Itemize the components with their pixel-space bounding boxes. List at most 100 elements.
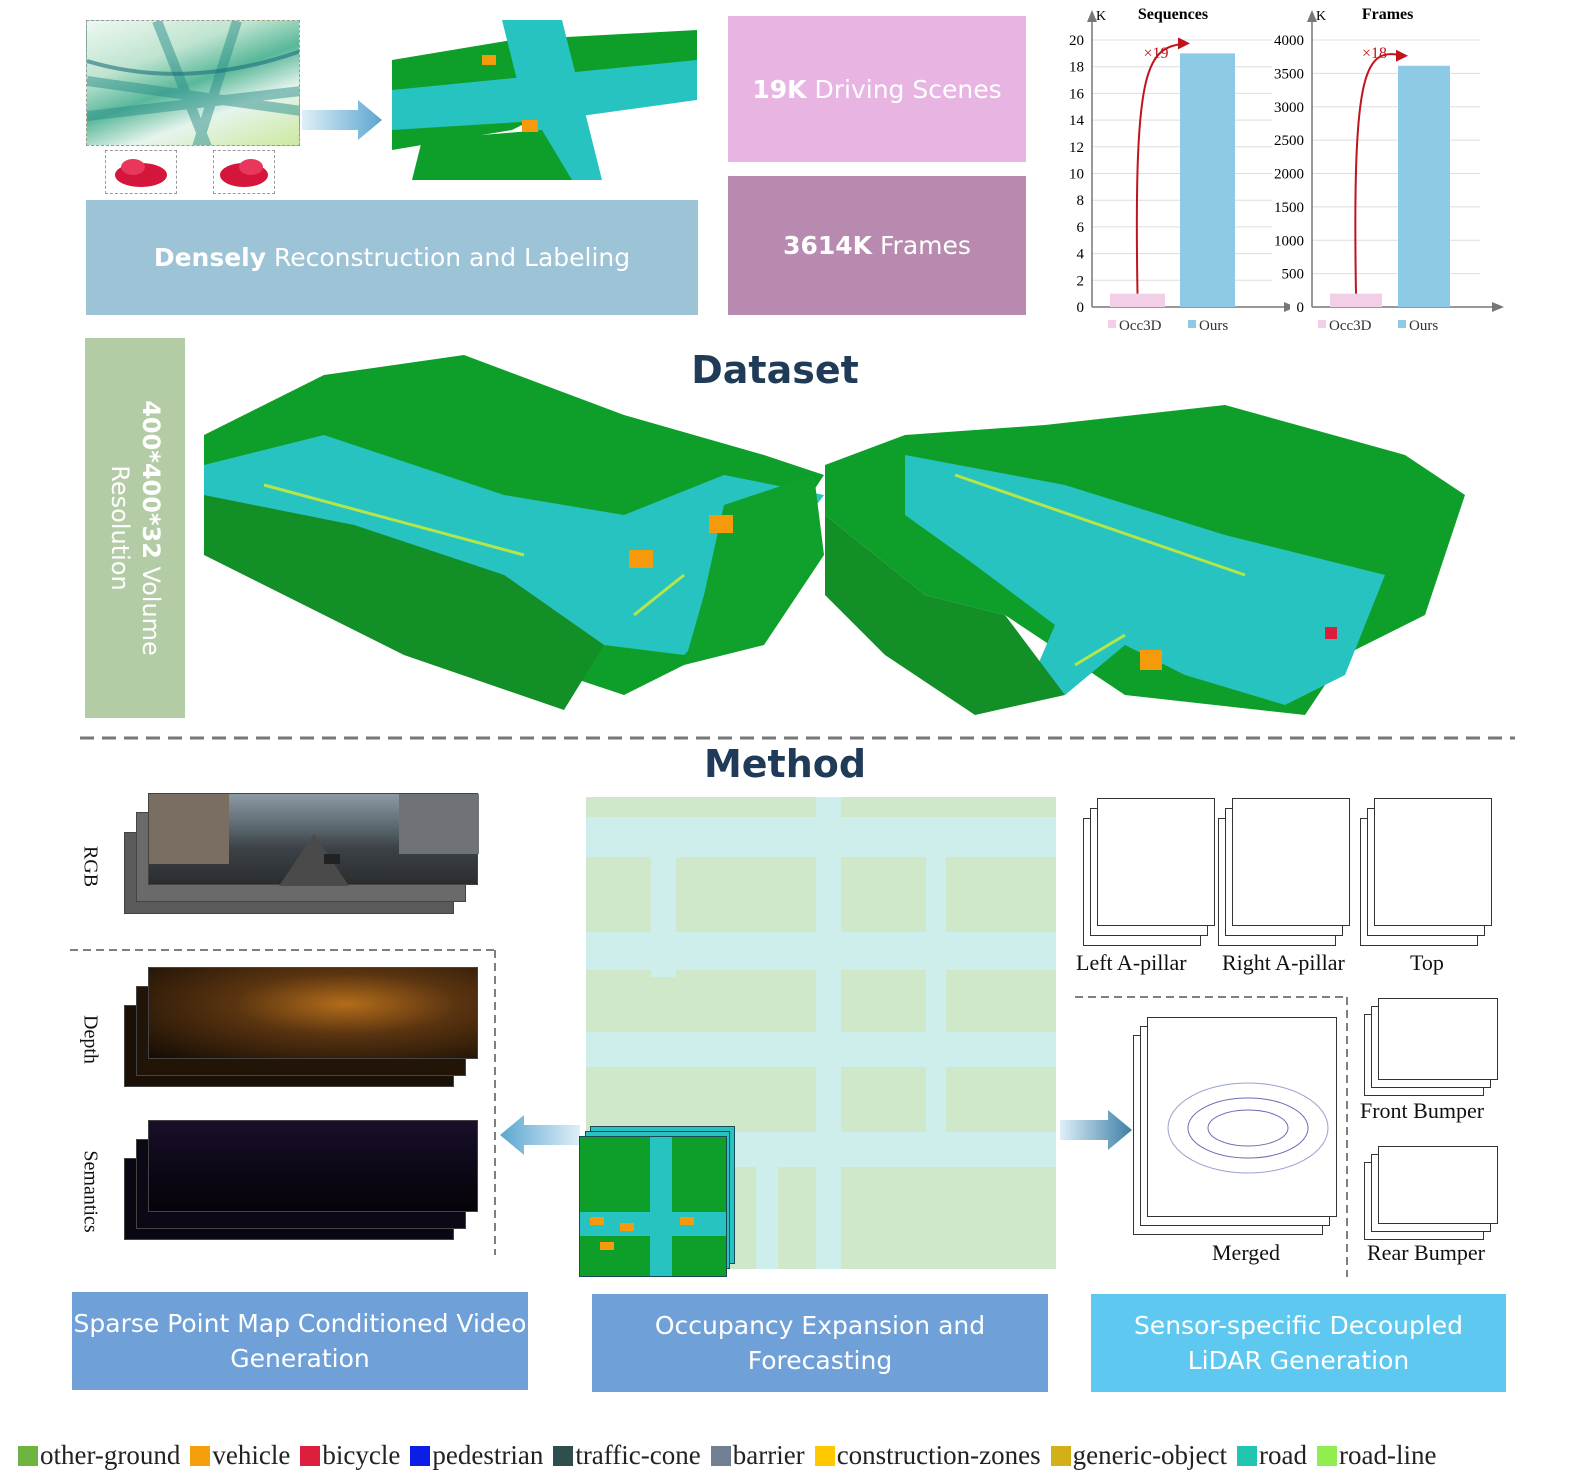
- legend-swatch: [1050, 1445, 1071, 1466]
- reconstruction-labeling-box: Densely Reconstruction and Labeling: [86, 200, 698, 315]
- chart-unit: K: [1096, 9, 1106, 24]
- chart-title: Frames: [1362, 6, 1414, 23]
- rgb-frame-front: [148, 793, 479, 886]
- legend-swatch: [1237, 1445, 1258, 1466]
- y-tick-label: 0: [1077, 300, 1085, 316]
- voxel-scene-left: [204, 355, 824, 710]
- y-tick-label: 3500: [1274, 66, 1304, 82]
- legend-swatch: [553, 1445, 574, 1466]
- video-generation-box: Sparse Point Map Conditioned Video Gener…: [72, 1292, 528, 1390]
- frames-text: Frames: [872, 231, 971, 260]
- y-tick-label: 4000: [1274, 33, 1304, 49]
- car-icon: [115, 159, 167, 187]
- right-arrow-icon: [1060, 1110, 1132, 1150]
- scenes-text: Driving Scenes: [806, 74, 1002, 104]
- x-axis-arrow: [1284, 302, 1290, 312]
- legend-swatch-Occ3D: [1318, 320, 1326, 328]
- y-tick-label: 2: [1077, 273, 1085, 289]
- front-bumper-front: [1378, 998, 1498, 1080]
- class-legend: other-ground vehicle bicycle pedestrian traf…: [18, 1440, 1446, 1471]
- legend-label: vehicle: [212, 1440, 291, 1470]
- point-cloud-thumbnail: [86, 20, 300, 146]
- y-tick-label: 12: [1069, 140, 1084, 156]
- resolution-bold-text: 400*400*32: [137, 400, 166, 559]
- lidar-generation-box: Sensor-specific Decoupled LiDAR Generati…: [1091, 1294, 1506, 1392]
- legend-item-other-ground: other-ground: [18, 1440, 180, 1471]
- bar-Occ3D: [1110, 293, 1165, 307]
- reconstruction-bold-text: Densely: [153, 243, 267, 272]
- legend-item-road: road: [1237, 1440, 1307, 1471]
- bar-Ours: [1180, 53, 1235, 307]
- chart-title: Sequences: [1138, 6, 1208, 23]
- y-tick-label: 500: [1282, 267, 1305, 283]
- legend-label-Ours: Ours: [1199, 318, 1228, 334]
- front-bumper-label: Front Bumper: [1360, 1098, 1485, 1123]
- legend-swatch: [410, 1445, 431, 1466]
- y-tick-label: 4: [1077, 247, 1085, 263]
- chart-unit: K: [1316, 9, 1326, 24]
- legend-label-Ours: Ours: [1409, 318, 1438, 334]
- legend-item-road-line: road-line: [1317, 1440, 1436, 1471]
- depth-frame-front: [148, 967, 478, 1059]
- y-tick-label: 0: [1297, 300, 1305, 316]
- legend-item-pedestrian: pedestrian: [410, 1440, 543, 1471]
- section-divider: [80, 736, 1515, 740]
- top-label: Top: [1410, 950, 1444, 975]
- legend-label-Occ3D: Occ3D: [1119, 318, 1162, 334]
- y-axis-arrow: [1087, 10, 1097, 22]
- y-tick-label: 2000: [1274, 167, 1304, 183]
- x-axis-arrow: [1492, 302, 1504, 312]
- occupancy-forecasting-text: Occupancy Expansion and Forecasting: [654, 1311, 986, 1375]
- growth-arrowhead: [1396, 49, 1408, 62]
- semantics-label: Semantics: [79, 1150, 102, 1233]
- occupancy-forecasting-box: Occupancy Expansion and Forecasting: [592, 1294, 1048, 1392]
- legend-label-Occ3D: Occ3D: [1329, 318, 1372, 334]
- occupancy-stack-front: [579, 1136, 727, 1277]
- legend-swatch-Occ3D: [1108, 320, 1116, 328]
- occupancy-bev-image: [580, 1137, 726, 1276]
- bar-Occ3D: [1330, 293, 1382, 307]
- growth-annotation: ×18: [1362, 45, 1387, 62]
- y-tick-label: 20: [1069, 33, 1084, 49]
- y-tick-label: 10: [1069, 167, 1084, 183]
- left-a-pillar-label: Left A-pillar: [1076, 950, 1187, 975]
- legend-label: road: [1259, 1440, 1308, 1470]
- legend-swatch: [814, 1445, 835, 1466]
- frames-bold-text: 3614K: [783, 231, 873, 260]
- street-image: [149, 794, 479, 886]
- growth-arrow: [1135, 42, 1187, 294]
- voxel-scene-image: [392, 20, 697, 180]
- legend-item-vehicle: vehicle: [190, 1440, 290, 1471]
- merged-front: [1147, 1017, 1337, 1217]
- car-icon: [220, 159, 268, 187]
- growth-annotation: ×19: [1144, 45, 1169, 62]
- growth-arrow: [1354, 53, 1405, 294]
- legend-swatch: [1317, 1445, 1338, 1466]
- merged-label: Merged: [1212, 1240, 1281, 1265]
- growth-arrowhead: [1178, 37, 1190, 50]
- method-heading: Method: [703, 742, 867, 786]
- left-arrow-icon: [500, 1115, 580, 1155]
- legend-label: pedestrian: [432, 1440, 544, 1470]
- legend-swatch: [300, 1445, 321, 1466]
- legend-label: other-ground: [40, 1440, 181, 1470]
- legend-label: bicycle: [322, 1440, 401, 1470]
- voxel-scene-right: [825, 405, 1465, 715]
- merged-lidar-image: [1167, 1082, 1329, 1174]
- dataset-heading: Dataset: [691, 348, 859, 392]
- y-tick-label: 18: [1069, 60, 1084, 76]
- bar-Ours: [1398, 65, 1450, 307]
- legend-item-traffic-cone: traffic-cone: [553, 1440, 701, 1471]
- y-tick-label: 6: [1077, 220, 1085, 236]
- lidar-panel-border: [1075, 996, 1348, 1277]
- scenes-bold-text: 19K: [752, 74, 807, 104]
- y-tick-label: 2500: [1274, 133, 1304, 149]
- legend-item-barrier: barrier: [710, 1440, 805, 1471]
- semantics-frame-front: [148, 1120, 478, 1212]
- right-a-pillar-label: Right A-pillar: [1222, 950, 1345, 975]
- car-crop-right: [213, 150, 275, 194]
- point-cloud-image: [87, 21, 299, 145]
- top-front: [1374, 798, 1492, 926]
- y-tick-label: 16: [1069, 86, 1085, 102]
